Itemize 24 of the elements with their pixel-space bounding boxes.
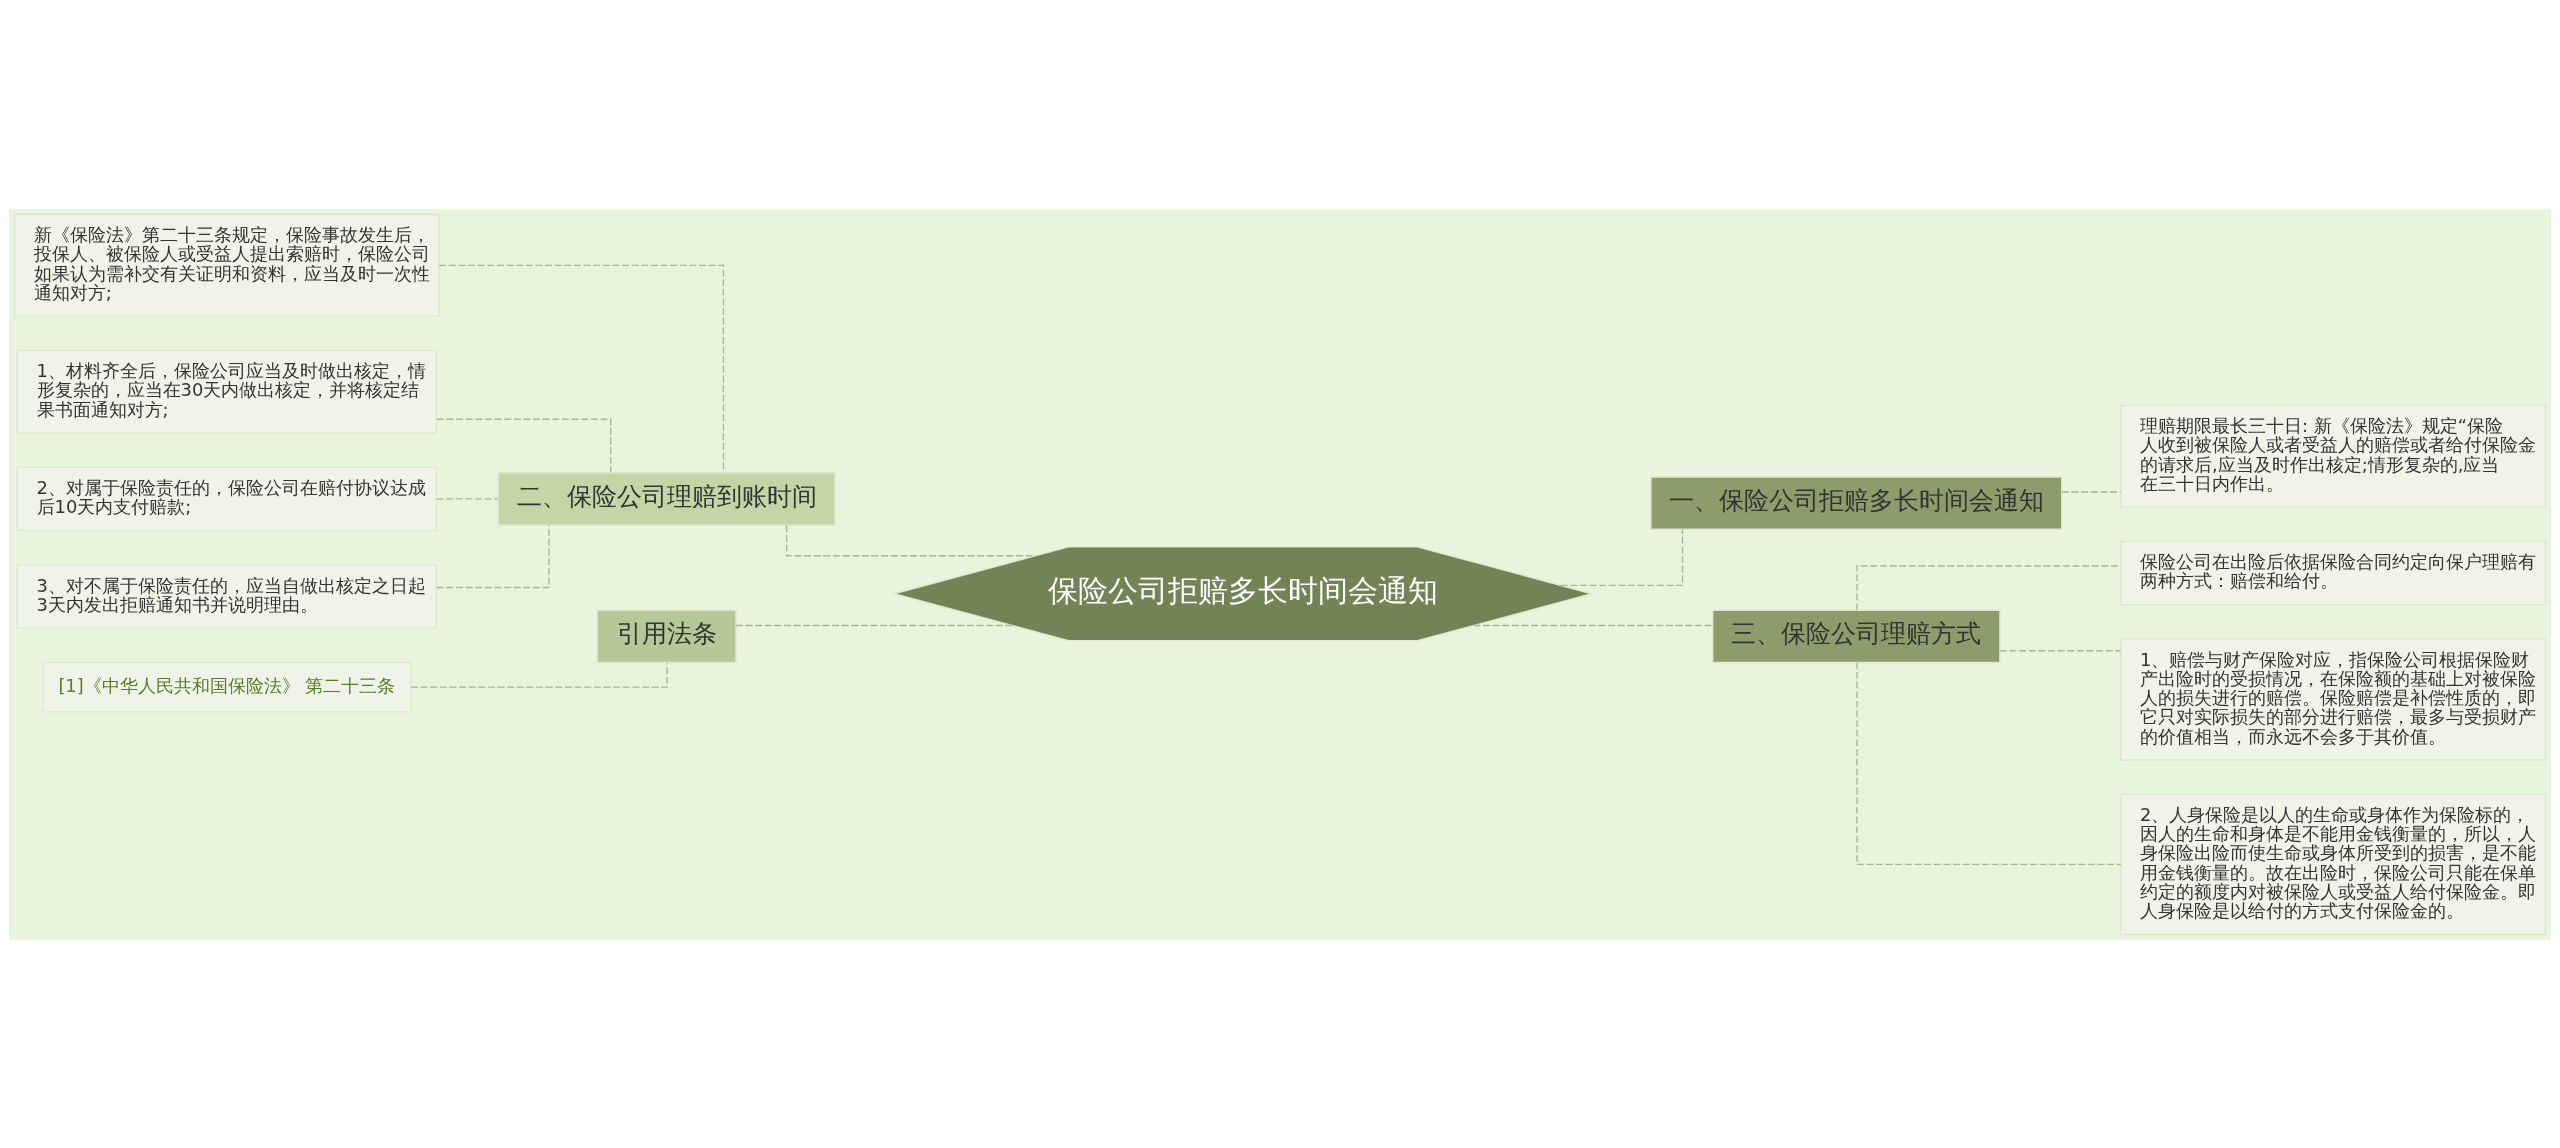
connector <box>1999 649 2122 651</box>
node-box: 1、材料齐全后，保险公司应当及时做出核定，情形复杂的，应当在30天内做出核定，并将核定结果书面通知对方; <box>16 349 438 434</box>
node-box: 理赔期限最长三十日: 新《保险法》规定“保险人收到被保险人或者受益人的赔偿或者给付保险金的请求后,应当及时作出核定;情形复杂的,应当在三十日内作出。 <box>2120 404 2547 508</box>
connector <box>2061 490 2122 493</box>
node-box: 1、赔偿与财产保险对应，指保险公司根据保险财产出险时的受损情况，在保险额的基础上对被保险人的损失进行的赔偿。保险赔偿是补偿性质的，即它只对实际损失的部分进行赔偿，最多与受损财产的价值相当，而永远不会多于其价值。 <box>2120 637 2547 761</box>
node-box: 新《保险法》第二十三条规定，保险事故发生后，投保人、被保险人或受益人提出索赔时，保险公司如果认为需补交有关证明和资料，应当及时一次性通知对方; <box>13 213 440 317</box>
node-box: 3、对不属于保险责任的，应当自做出核定之日起3天内发出拒赔通知书并说明理由。 <box>16 563 438 629</box>
connector <box>436 523 550 588</box>
node-box: 三、保险公司理赔方式 <box>1712 609 2001 663</box>
node-box: 2、人身保险是以人的生命或身体作为保险标的，因人的生命和身体是不能用金钱衡量的，所以，人身保险出险而使生命或身体所受到的损害，是不能用金钱衡量的。故在出险时，保险公司只能在保单约定的额度内对被保险人或受益人给付保险金。即人身保险是以给付的方式支付保险金的。 <box>2120 793 2547 935</box>
connector <box>435 497 499 500</box>
connector <box>735 624 1014 626</box>
connector <box>1856 661 2122 865</box>
connector <box>1559 528 1684 586</box>
connector <box>1472 624 1714 626</box>
connector <box>436 418 612 473</box>
node-box: 一、保险公司拒赔多长时间会通知 <box>1650 475 2063 530</box>
node-box: 2、对属于保险责任的，保险公司在赔付协议达成后10天内支付赔款; <box>16 466 438 531</box>
node-box: 引用法条 <box>596 609 737 663</box>
node-box: 二、保险公司理赔到账时间 <box>497 471 836 526</box>
node-box: 保险公司在出险后依据保险合同约定向保户理赔有两种方式：赔偿和给付。 <box>2120 540 2547 605</box>
connector <box>410 661 668 688</box>
node-box: [1]《中华人民共和国保险法》 第二十三条 <box>42 661 412 713</box>
connector <box>438 264 725 473</box>
